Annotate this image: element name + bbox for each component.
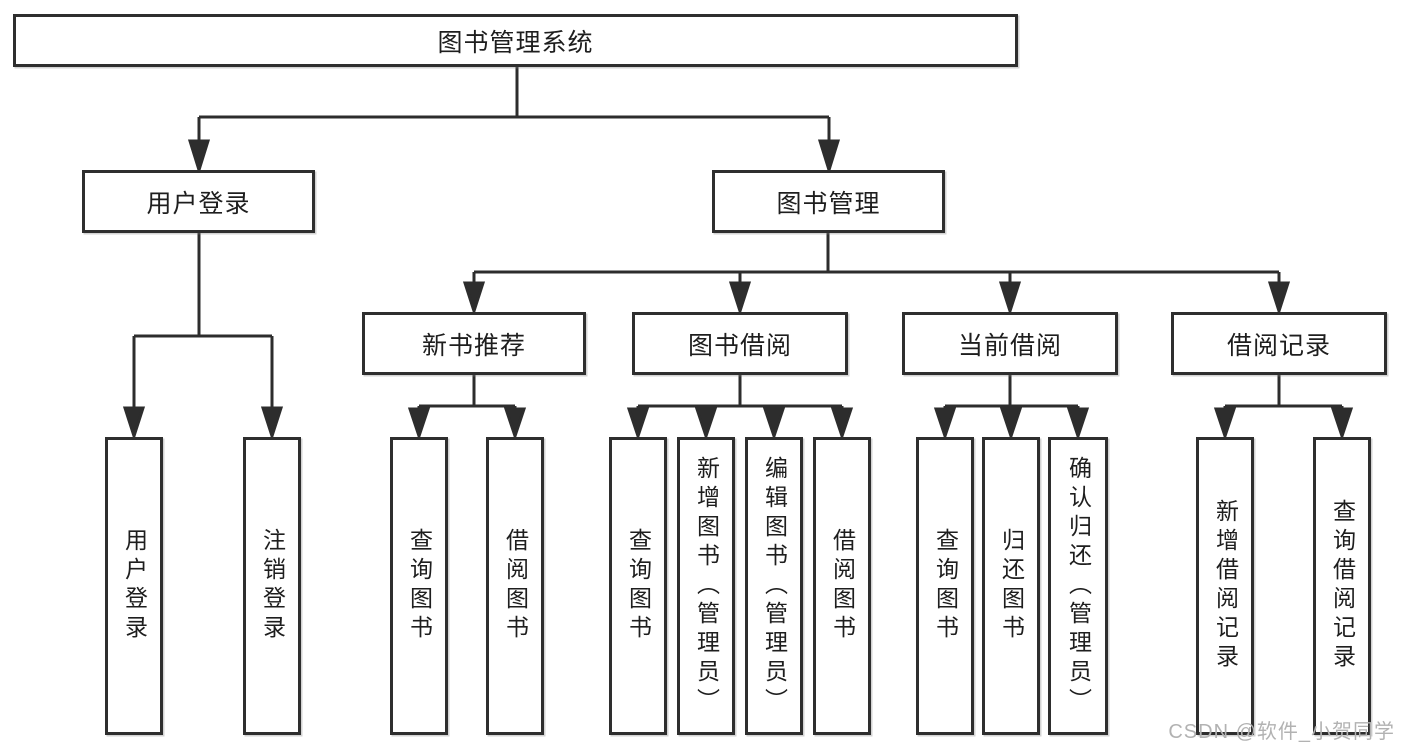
- arrowhead-icon: [728, 281, 752, 316]
- arrowhead-icon: [503, 407, 527, 441]
- node-label: 借阅图书: [502, 528, 529, 644]
- connector-userlogin-to-leaves: [122, 233, 284, 441]
- arrowhead-icon: [260, 406, 284, 441]
- node-label: 当前借阅: [957, 331, 1062, 360]
- connector-currentborrow-to-leaves: [933, 375, 1090, 441]
- node-label: 归还图书: [998, 528, 1025, 644]
- leaf-newbooks-borrow-books: 借阅图书: [486, 437, 544, 735]
- leaf-borrow-borrow-books: 借阅图书: [813, 437, 871, 735]
- node-label: 查询图书: [932, 528, 959, 644]
- leaf-borrow-edit-books-admin: 编辑图书（管理员）: [745, 437, 803, 735]
- node-label: 借阅记录: [1226, 331, 1331, 360]
- node-label: 图书管理系统: [437, 28, 594, 57]
- arrowhead-icon: [933, 407, 957, 441]
- node-book-management-branch: 图书管理: [712, 170, 945, 233]
- arrowhead-icon: [1330, 407, 1354, 441]
- leaf-current-query-books: 查询图书: [916, 437, 974, 735]
- node-current-borrow: 当前借阅: [902, 312, 1118, 375]
- node-new-book-recommend: 新书推荐: [362, 312, 586, 375]
- node-borrow-records: 借阅记录: [1171, 312, 1387, 375]
- node-label: 查询图书: [625, 528, 652, 644]
- node-label: 注销登录: [259, 528, 286, 644]
- arrowhead-icon: [762, 407, 786, 441]
- node-root-system: 图书管理系统: [13, 14, 1018, 67]
- node-label: 用户登录: [121, 528, 148, 644]
- arrowhead-icon: [187, 139, 211, 176]
- arrowhead-icon: [1267, 281, 1291, 316]
- node-user-login-branch: 用户登录: [82, 170, 315, 233]
- node-label: 图书管理: [776, 189, 881, 218]
- leaf-current-return-books: 归还图书: [982, 437, 1040, 735]
- node-label: 确认归还（管理员）: [1065, 455, 1092, 717]
- arrowhead-icon: [1213, 407, 1237, 441]
- connector-newbooks-to-leaves: [407, 375, 527, 441]
- leaf-logout: 注销登录: [243, 437, 301, 735]
- connector-bookborrow-to-leaves: [626, 375, 854, 441]
- node-label: 用户登录: [146, 189, 251, 218]
- csdn-watermark: CSDN @软件_小贺同学: [1168, 721, 1395, 743]
- arrowhead-icon: [830, 407, 854, 441]
- leaf-borrow-query-books: 查询图书: [609, 437, 667, 735]
- leaf-newbooks-query-books: 查询图书: [390, 437, 448, 735]
- arrowhead-icon: [407, 407, 431, 441]
- arrowhead-icon: [999, 407, 1023, 441]
- connector-borrowrecords-to-leaves: [1213, 375, 1354, 441]
- node-label: 图书借阅: [687, 331, 792, 360]
- node-label: 查询借阅记录: [1329, 499, 1356, 673]
- node-label: 借阅图书: [829, 528, 856, 644]
- connector-root-to-level2: [187, 67, 841, 176]
- node-label: 新增借阅记录: [1212, 499, 1239, 673]
- arrowhead-icon: [462, 281, 486, 316]
- connector-bookmgmt-to-level3: [462, 233, 1291, 316]
- arrowhead-icon: [122, 406, 146, 441]
- leaf-records-query-record: 查询借阅记录: [1313, 437, 1371, 735]
- node-label: 查询图书: [406, 528, 433, 644]
- node-label: 编辑图书（管理员）: [761, 455, 788, 717]
- leaf-borrow-add-books-admin: 新增图书（管理员）: [677, 437, 735, 735]
- leaf-user-login: 用户登录: [105, 437, 163, 735]
- arrowhead-icon: [626, 407, 650, 441]
- node-label: 新增图书（管理员）: [693, 455, 720, 717]
- arrowhead-icon: [817, 139, 841, 176]
- leaf-current-confirm-return-admin: 确认归还（管理员）: [1048, 437, 1108, 735]
- node-label: 新书推荐: [421, 331, 526, 360]
- arrowhead-icon: [1066, 407, 1090, 441]
- leaf-records-add-record: 新增借阅记录: [1196, 437, 1254, 735]
- node-book-borrow: 图书借阅: [632, 312, 848, 375]
- arrowhead-icon: [998, 281, 1022, 316]
- arrowhead-icon: [694, 407, 718, 441]
